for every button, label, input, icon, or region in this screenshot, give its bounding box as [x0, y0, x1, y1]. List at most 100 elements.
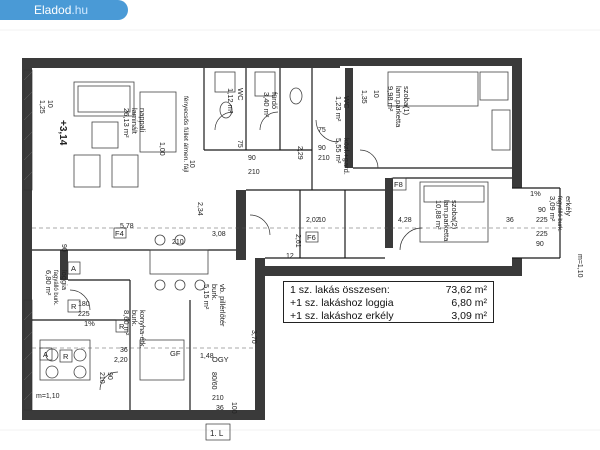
dim-label: 80/60: [210, 372, 217, 390]
room-bath-name: fürdő: [270, 92, 279, 109]
room-wc2-name: WC: [342, 96, 351, 109]
summary-value: 73,62 m²: [445, 284, 487, 296]
dim-label: 225: [536, 231, 548, 238]
brand-name: Eladod: [34, 3, 72, 17]
summary-label: 1 sz. lakás összesen:: [290, 284, 390, 296]
dim-label: 36: [216, 405, 224, 412]
dim-label: 90: [248, 155, 256, 162]
site-logo-badge[interactable]: Eladod.hu: [0, 0, 128, 20]
hatched-walls: [23, 69, 33, 411]
fixture-r3: R: [119, 322, 125, 331]
fixture-markers: F4 F6 F8 A A R R R GF OGY: [39, 177, 407, 364]
dim-label: 210: [318, 155, 330, 162]
partitions: [32, 68, 561, 410]
dim-label: 1,25: [38, 100, 45, 114]
room-living-name: nappali: [138, 108, 147, 133]
room-loggia-name: loggia: [60, 270, 69, 291]
dim-label: 210: [212, 395, 224, 402]
room-kitchen-tiles: burk.: [130, 310, 139, 327]
dim-label: 225: [536, 217, 548, 224]
room-bedroom1-name: szoba(1): [402, 86, 411, 116]
room-balcony-area: 3,09 m²: [548, 196, 557, 222]
dim-label: 90: [106, 372, 113, 380]
brand-suffix: .hu: [71, 3, 89, 17]
dim-label: 1,48: [200, 353, 214, 360]
dim-label: 210: [172, 239, 184, 246]
dim-label: 12: [286, 253, 294, 260]
room-wc-area: 1,12 m²: [226, 88, 235, 114]
dim-label: 5,78: [120, 223, 134, 230]
summary-value: 3,09 m²: [451, 310, 487, 322]
dim-label: 2,20: [114, 357, 128, 364]
dim-label: 10: [318, 217, 326, 224]
grid: [0, 29, 600, 431]
dim-label: 75: [318, 127, 326, 134]
dim-label: 90: [536, 241, 544, 248]
room-wc-name: WC: [236, 88, 245, 101]
dim-label: 36: [506, 217, 514, 224]
fixture-r1: R: [71, 302, 77, 311]
dim-label: 90: [318, 145, 326, 152]
dim-label: 75: [236, 140, 243, 148]
dim-label: 1,00: [158, 142, 165, 156]
room-loggia-tiles: fagyálló burk.: [52, 270, 58, 306]
room-bedroom1-floor: lam.parketta: [394, 86, 403, 128]
dim-label: 210: [248, 169, 260, 176]
room-bath-area: 3,40 m²: [262, 92, 271, 118]
dim-label: 10: [188, 160, 195, 168]
dim-label: 4,28: [398, 217, 412, 224]
room-kitchen-name: konyha-étk.: [138, 310, 147, 349]
dim-label: m=1,10: [576, 254, 583, 278]
room-living-area: 26,13 m²: [122, 108, 131, 138]
summary-label: +1 sz. lakáshoz loggia: [290, 297, 394, 309]
dim-label: 10: [372, 90, 379, 98]
dim-label: 2,02: [306, 217, 320, 224]
room-balcony-name: erkély: [564, 196, 573, 216]
dim-label: 3,08: [212, 231, 226, 238]
room-living-ceiling: fényecsős füllet álmen. fájl: [182, 96, 189, 173]
room-hall-area: 5,55 m²: [334, 138, 343, 164]
outer-walls: [22, 58, 522, 420]
room-loggia-slope: 1%: [84, 319, 95, 328]
fixture-f8: F8: [394, 180, 403, 189]
dim-label: 36: [120, 347, 128, 354]
room-stair-area: 5,15 m²: [202, 284, 211, 310]
dim-label: 2,61: [294, 234, 301, 248]
room-hall-name: közl.+gard.: [342, 138, 351, 175]
room-bedroom2-floor: lam.parketta: [442, 200, 451, 242]
room-bedroom1-area: 9,98 m²: [386, 86, 395, 112]
room-loggia-area: 6,80 m²: [44, 270, 53, 296]
door-swings: [69, 111, 423, 391]
room-kitchen-area: 8,60 m²: [122, 310, 131, 336]
fixture-f6: F6: [307, 233, 316, 242]
room-bedroom2-name: szoba(2): [450, 200, 459, 230]
furniture: [39, 71, 511, 381]
summary-row: 1 sz. lakás összesen: 73,62 m²: [290, 284, 487, 297]
summary-row: +1 sz. lakáshoz loggia 6,80 m²: [290, 297, 487, 310]
dashed-lines: [32, 227, 560, 349]
dimension-labels: 1,25 10 1,00 10 2,34 75 90 210 2,29 1,35…: [36, 90, 583, 414]
fixture-r2: R: [63, 352, 69, 361]
room-labels: nappali laminált 26,13 m² fényecsős füll…: [44, 86, 573, 349]
fixture-f4: F4: [115, 229, 124, 238]
room-bedroom2-area: 10,88 m²: [434, 200, 443, 230]
room-wc2-area: 1,23 m²: [334, 96, 343, 122]
level-tag: 1. L: [205, 423, 231, 441]
area-summary-box: 1 sz. lakás összesen: 73,62 m² +1 sz. la…: [283, 281, 494, 323]
dim-label: 180: [78, 301, 90, 308]
dim-label: 10: [46, 100, 53, 108]
room-balcony-tiles: fagyálló burk.: [556, 196, 562, 232]
room-living-floor: laminált: [130, 108, 139, 135]
dim-label: m=1,10: [36, 393, 60, 400]
level-tag-label: 1. L: [210, 429, 224, 438]
dim-label: 225: [78, 311, 90, 318]
dim-label: 100: [230, 402, 237, 414]
fixture-gas: GF: [170, 349, 181, 358]
summary-value: 6,80 m²: [451, 297, 487, 309]
dim-label: 1,35: [360, 90, 367, 104]
dim-label: 3,70: [250, 330, 257, 344]
room-stair-name: vb. pillérlőtér: [218, 284, 227, 327]
fixture-a2: A: [43, 350, 48, 359]
level-marker: +3,14: [57, 120, 68, 146]
